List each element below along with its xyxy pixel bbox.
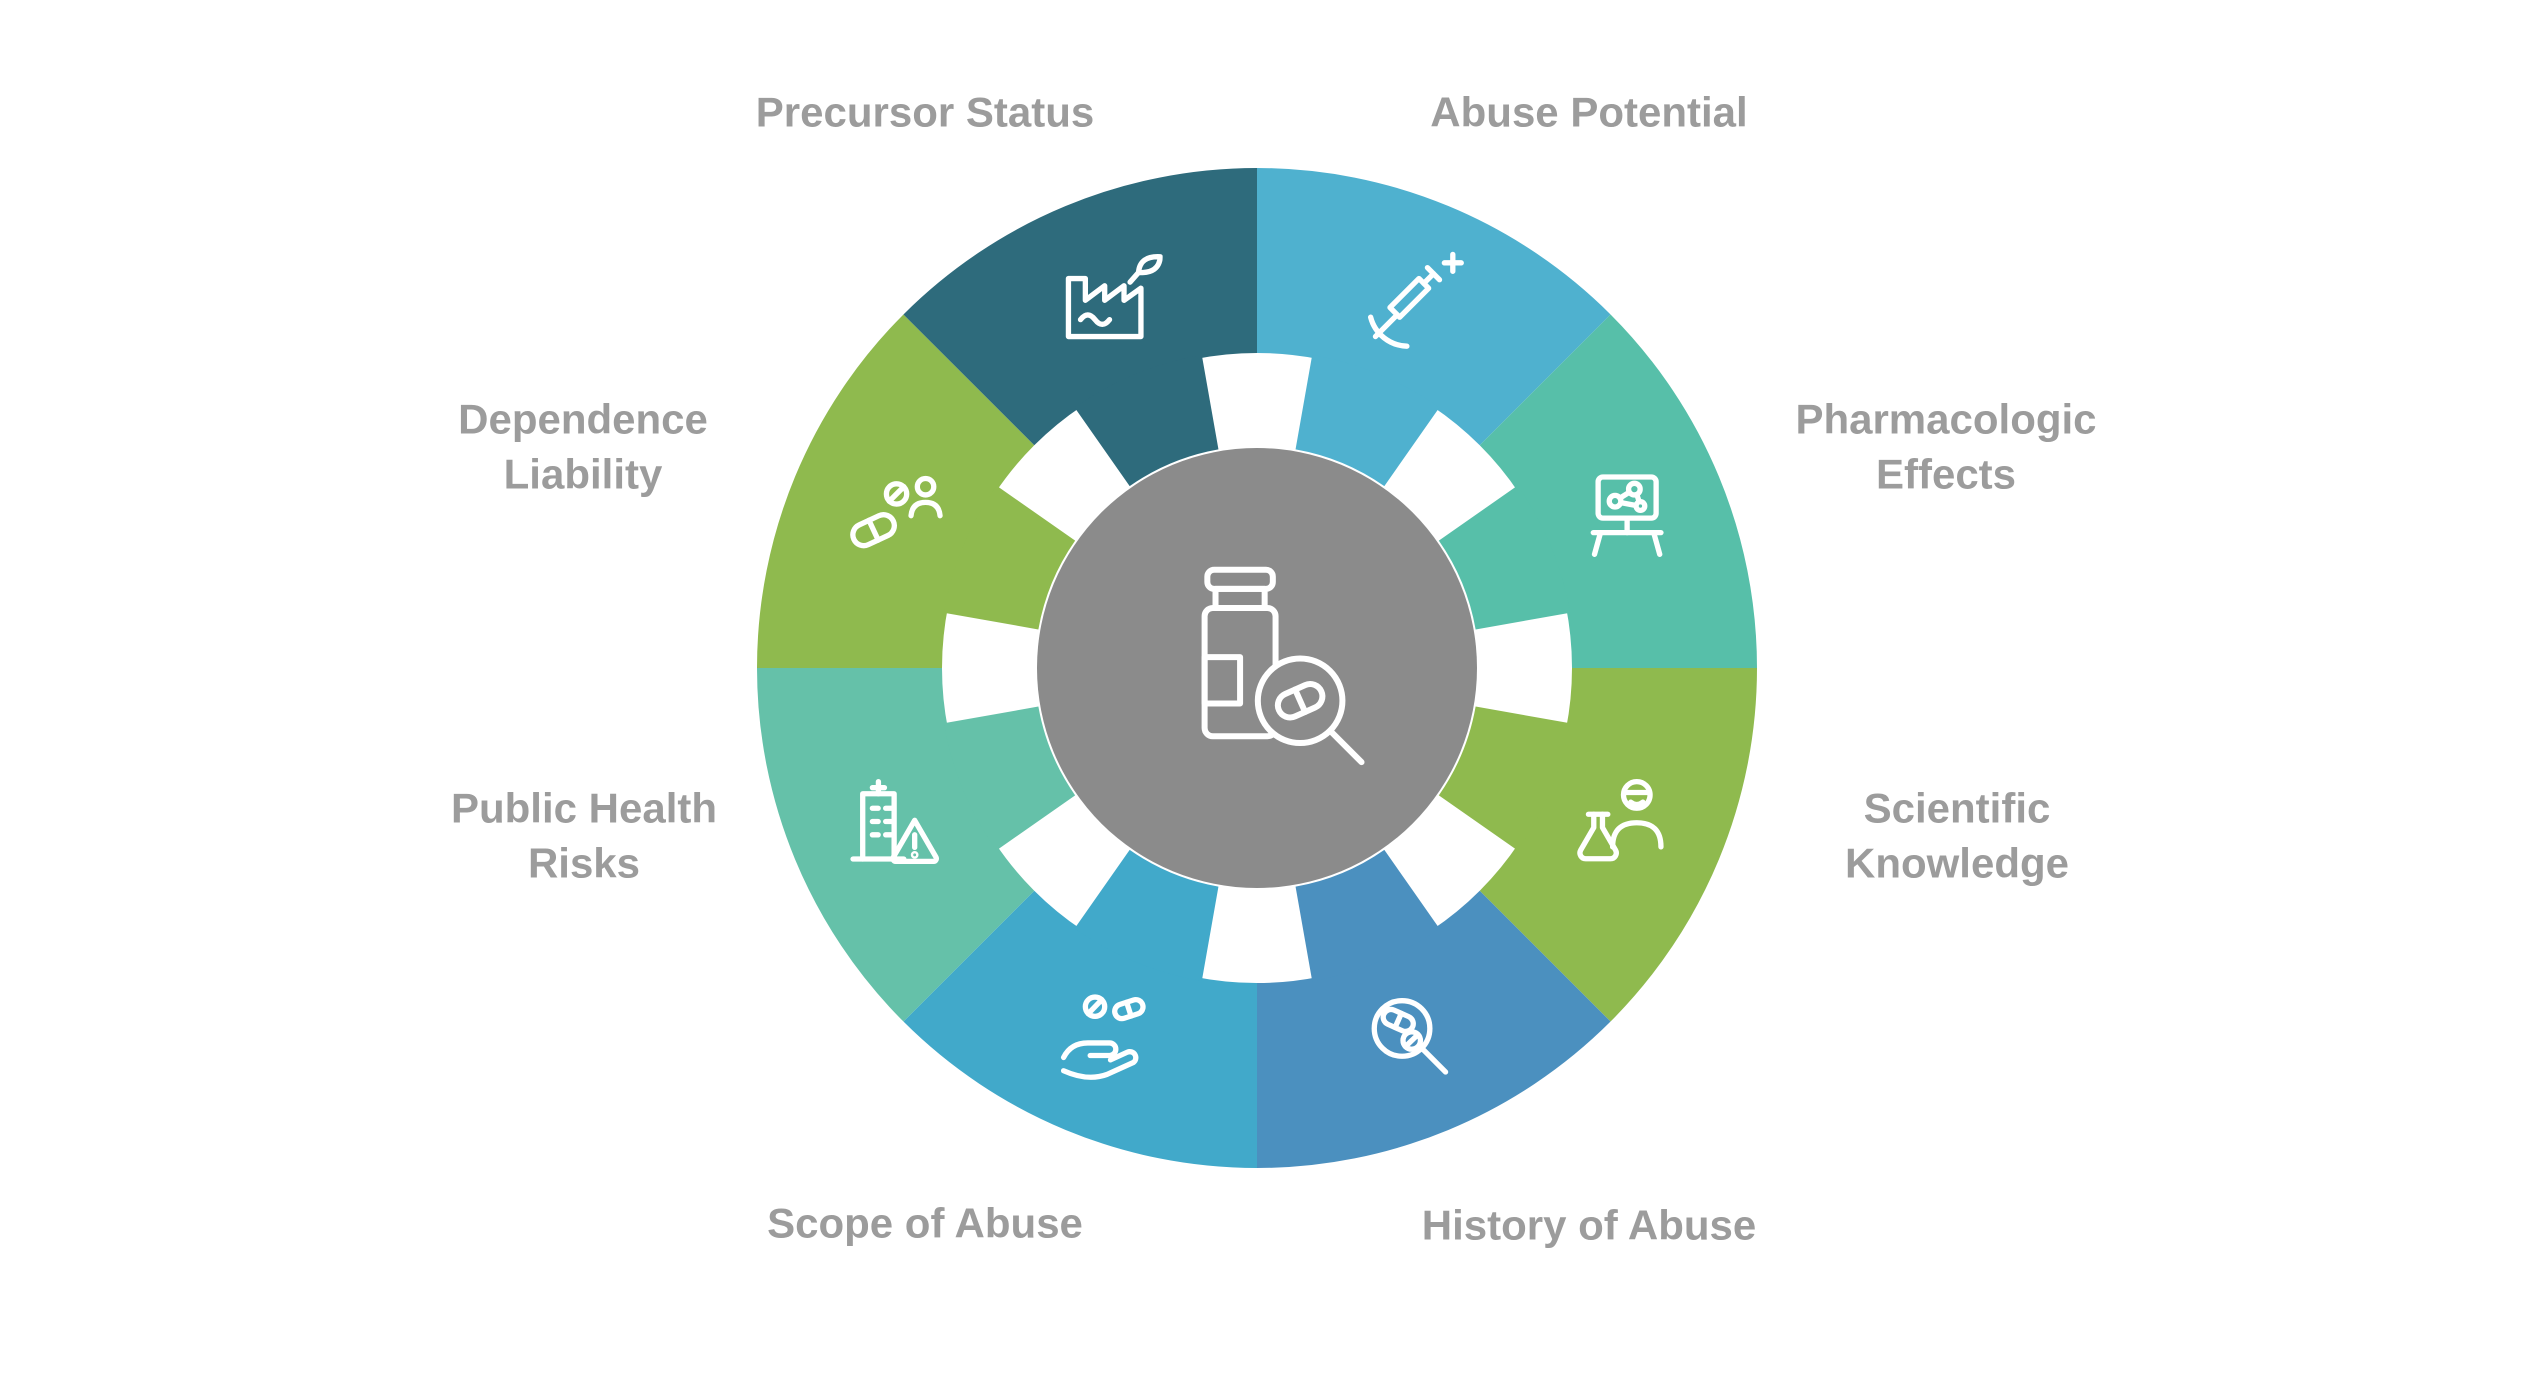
segment-history-of-abuse bbox=[1257, 849, 1611, 1168]
segment-precursor-status bbox=[903, 168, 1257, 487]
segment-label-scope-of-abuse: Scope of Abuse bbox=[767, 1199, 1083, 1247]
segment-label-scientific-knowledge: Scientific Knowledge bbox=[1844, 784, 2069, 886]
segment-label-dependence-liability: Dependence Liability bbox=[458, 395, 708, 497]
center-circle bbox=[1037, 448, 1477, 888]
segment-label-history-of-abuse: History of Abuse bbox=[1421, 1201, 1757, 1249]
segment-label-abuse-potential: Abuse Potential bbox=[1430, 88, 1748, 136]
segment-public-health-risks bbox=[757, 668, 1076, 1022]
segment-scope-of-abuse bbox=[903, 849, 1257, 1168]
segment-dependence-liability bbox=[757, 314, 1076, 668]
segment-label-precursor-status: Precursor Status bbox=[755, 88, 1095, 136]
segment-label-public-health-risks: Public Health Risks bbox=[450, 784, 718, 886]
segment-label-pharmacologic-effects: Pharmacologic Effects bbox=[1795, 395, 2097, 497]
segment-scientific-knowledge bbox=[1438, 668, 1757, 1022]
segment-pharmacologic-effects bbox=[1438, 314, 1757, 668]
segment-abuse-potential bbox=[1257, 168, 1611, 487]
